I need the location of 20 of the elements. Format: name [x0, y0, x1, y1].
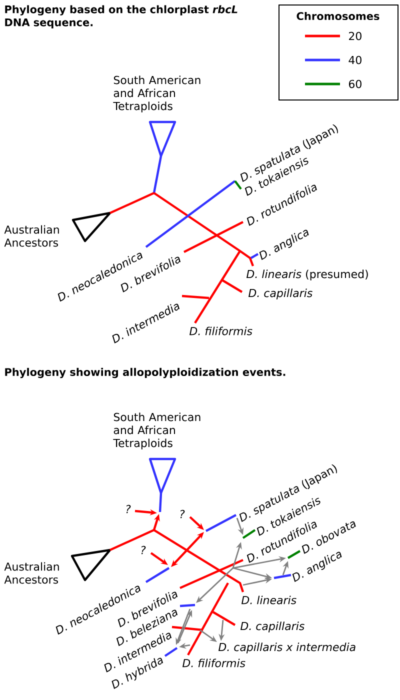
species-label: D. linearis (presumed): [246, 270, 368, 280]
clade-label: Australian Ancestors: [4, 225, 59, 247]
legend-label: 40: [348, 56, 362, 64]
species-label: D. capillaris: [240, 622, 304, 632]
species-label: D. capillaris x intermedia: [218, 642, 356, 654]
clade-label: South American and African Tetraploids: [113, 412, 200, 450]
question-mark: ?: [126, 504, 131, 514]
species-label: D. filiformis: [182, 658, 246, 668]
heading: Phylogeny based on the chlorplast rbcL DNA sequence.: [5, 5, 238, 28]
legend-label: 20: [349, 32, 362, 40]
question-mark: ?: [141, 546, 146, 554]
species-label: D. filiformis: [190, 326, 252, 336]
question-mark: ?: [180, 510, 185, 518]
species-label: D. capillaris: [248, 288, 312, 300]
legend-title: Chromosomes: [296, 12, 380, 20]
clade-label: South American and African Tetraploids: [113, 76, 200, 112]
legend-label: 60: [348, 80, 362, 88]
clade-label: Australian Ancestors: [4, 562, 59, 584]
heading: Phylogeny showing allopolyploidization events.: [5, 368, 286, 378]
species-label: D. linearis: [242, 596, 296, 604]
